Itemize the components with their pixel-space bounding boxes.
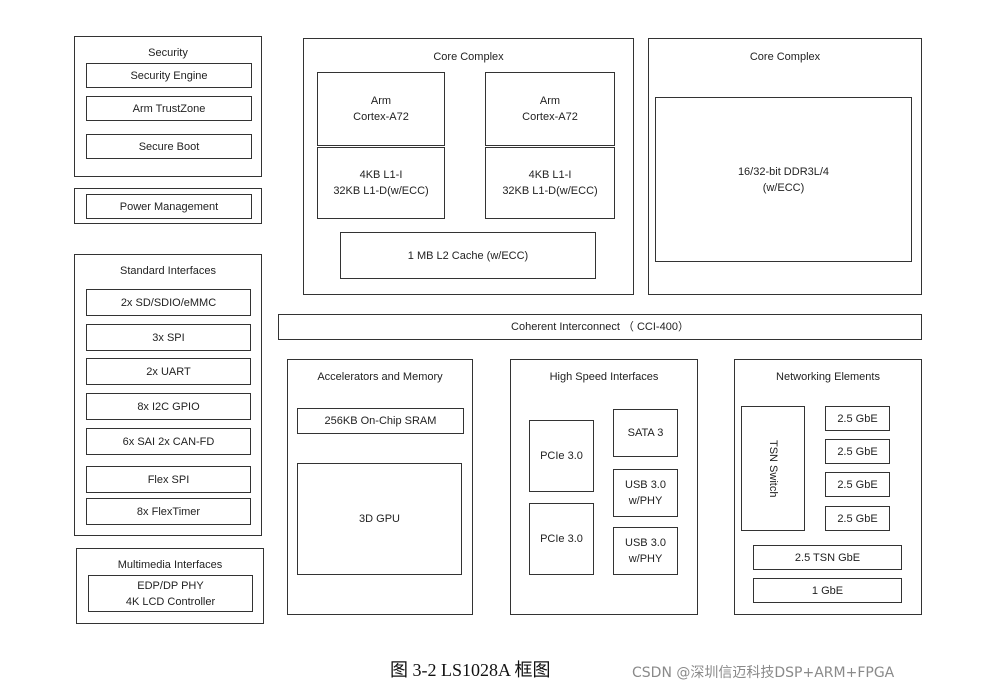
i2c-gpio: 8x I2C GPIO (86, 393, 251, 420)
high-speed-interfaces-group (510, 359, 698, 615)
security-title: Security (148, 47, 188, 59)
3d-gpu: 3D GPU (297, 463, 462, 575)
tsn-gbe: 2.5 TSN GbE (753, 545, 902, 570)
networking-elements-group (734, 359, 922, 615)
usb-3-0-1: USB 3.0 w/PHY (613, 469, 678, 517)
pcie-3-0-1: PCIe 3.0 (529, 420, 594, 492)
figure-caption: 图 3-2 LS1028A 框图 (390, 660, 551, 680)
tsn-switch: TSN Switch (741, 406, 805, 531)
edp-dp-phy-lcd-controller: EDP/DP PHY 4K LCD Controller (88, 575, 253, 612)
flex-spi: Flex SPI (86, 466, 251, 493)
core-complex-cpu (303, 38, 634, 295)
networking-elements-title: Networking Elements (776, 371, 880, 383)
standard-interfaces-group (74, 254, 262, 536)
pcie-3-0-2: PCIe 3.0 (529, 503, 594, 575)
power-management: Power Management (86, 194, 252, 219)
l1-cache-2: 4KB L1-I 32KB L1-D(w/ECC) (485, 147, 615, 219)
coherent-interconnect: Coherent Interconnect （ CCI-400） (278, 314, 922, 340)
multimedia-interfaces-title: Multimedia Interfaces (117, 559, 223, 571)
usb-3-0-2: USB 3.0 w/PHY (613, 527, 678, 575)
cpu-cortex-a72-2: Arm Cortex-A72 (485, 72, 615, 146)
core-complex-memory-title: Core Complex (749, 51, 821, 63)
arm-trustzone: Arm TrustZone (86, 96, 252, 121)
secure-boot: Secure Boot (86, 134, 252, 159)
ddr-controller: 16/32-bit DDR3L/4 (w/ECC) (655, 97, 912, 262)
l2-cache: 1 MB L2 Cache (w/ECC) (340, 232, 596, 279)
core-complex-cpu-title: Core Complex (433, 51, 504, 63)
spi: 3x SPI (86, 324, 251, 351)
sd-sdio-emmc: 2x SD/SDIO/eMMC (86, 289, 251, 316)
uart: 2x UART (86, 358, 251, 385)
core-complex-memory (648, 38, 922, 295)
gbe-port-1: 2.5 GbE (825, 406, 890, 431)
gbe-port-4: 2.5 GbE (825, 506, 890, 531)
flex-timer: 8x FlexTimer (86, 498, 251, 525)
standard-interfaces-title: Standard Interfaces (119, 265, 216, 277)
cpu-cortex-a72-1: Arm Cortex-A72 (317, 72, 445, 146)
sata-3: SATA 3 (613, 409, 678, 457)
sai-can-fd: 6x SAI 2x CAN-FD (86, 428, 251, 455)
l1-cache-1: 4KB L1-I 32KB L1-D(w/ECC) (317, 147, 445, 219)
gbe-port-3: 2.5 GbE (825, 472, 890, 497)
on-chip-sram: 256KB On-Chip SRAM (297, 408, 464, 434)
accelerators-memory-group (287, 359, 473, 615)
accelerators-memory-title: Accelerators and Memory (317, 371, 443, 383)
security-group (74, 36, 262, 177)
security-engine: Security Engine (86, 63, 252, 88)
csdn-watermark: CSDN @深圳信迈科技DSP+ARM+FPGA (632, 665, 895, 681)
gbe-port-2: 2.5 GbE (825, 439, 890, 464)
high-speed-interfaces-title: High Speed Interfaces (549, 371, 659, 383)
tsn-switch-label: TSN Switch (767, 439, 779, 498)
one-gbe: 1 GbE (753, 578, 902, 603)
